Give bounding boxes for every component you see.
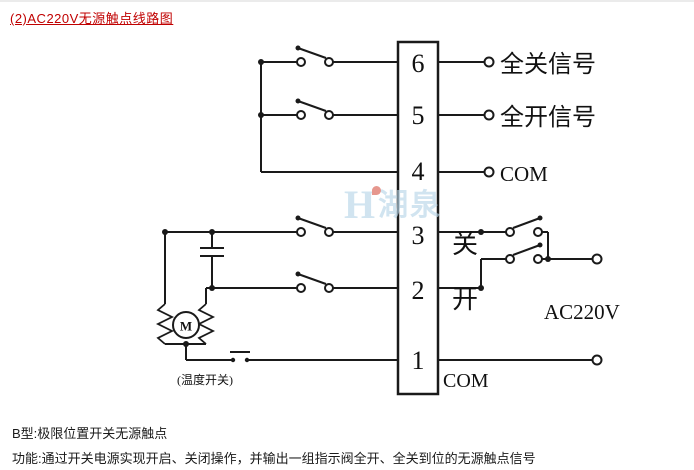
junction-dots bbox=[162, 59, 551, 347]
wiring bbox=[164, 61, 592, 361]
motor-winding-left bbox=[155, 303, 175, 345]
terminal-closed-signal bbox=[483, 56, 495, 68]
label-power: AC220V bbox=[544, 300, 620, 324]
terminal-open-signal bbox=[483, 109, 495, 121]
terminal-number-1: 1 bbox=[412, 346, 425, 375]
function-note: 功能:通过开关电源实现开启、关闭操作，并输出一组指示阀全开、全关到位的无源触点信… bbox=[12, 451, 536, 466]
contact-open-control bbox=[505, 242, 543, 264]
contact-closed-signal bbox=[295, 45, 334, 67]
contact-open-signal bbox=[295, 98, 334, 120]
motor-winding-right bbox=[196, 303, 216, 345]
page-title: (2)AC220V无源触点线路图 bbox=[10, 11, 174, 26]
label-open: 开 bbox=[452, 285, 478, 314]
label-com-bottom: COM bbox=[443, 370, 489, 392]
label-com-top: COM bbox=[500, 162, 548, 186]
label-all-open-signal: 全开信号 bbox=[500, 104, 596, 131]
motor-body bbox=[172, 311, 200, 339]
terminal-number-2: 2 bbox=[412, 276, 425, 305]
label-close: 关 bbox=[452, 230, 478, 259]
contact-open-limit bbox=[295, 271, 334, 293]
temperature-switch bbox=[230, 351, 250, 363]
external-terminals bbox=[483, 56, 603, 366]
temperature-switch-label: (温度开关) bbox=[177, 372, 233, 387]
motor: M bbox=[155, 303, 216, 345]
type-note: B型:极限位置开关无源触点 bbox=[12, 426, 168, 441]
terminal-numbers: 6 5 4 3 2 1 bbox=[412, 49, 425, 375]
terminal-number-6: 6 bbox=[412, 49, 425, 78]
terminal-com-top bbox=[483, 166, 495, 178]
capacitor bbox=[200, 232, 224, 288]
terminal-number-5: 5 bbox=[412, 101, 425, 130]
terminal-power-live bbox=[591, 253, 603, 265]
terminal-number-4: 4 bbox=[412, 157, 425, 186]
motor-label: M bbox=[180, 319, 192, 334]
terminal-power-neutral bbox=[591, 354, 603, 366]
contact-close-limit bbox=[295, 215, 334, 237]
label-all-closed-signal: 全关信号 bbox=[500, 51, 596, 78]
terminal-block bbox=[396, 40, 440, 396]
terminal-number-3: 3 bbox=[412, 221, 425, 250]
contact-close-control bbox=[505, 215, 543, 237]
